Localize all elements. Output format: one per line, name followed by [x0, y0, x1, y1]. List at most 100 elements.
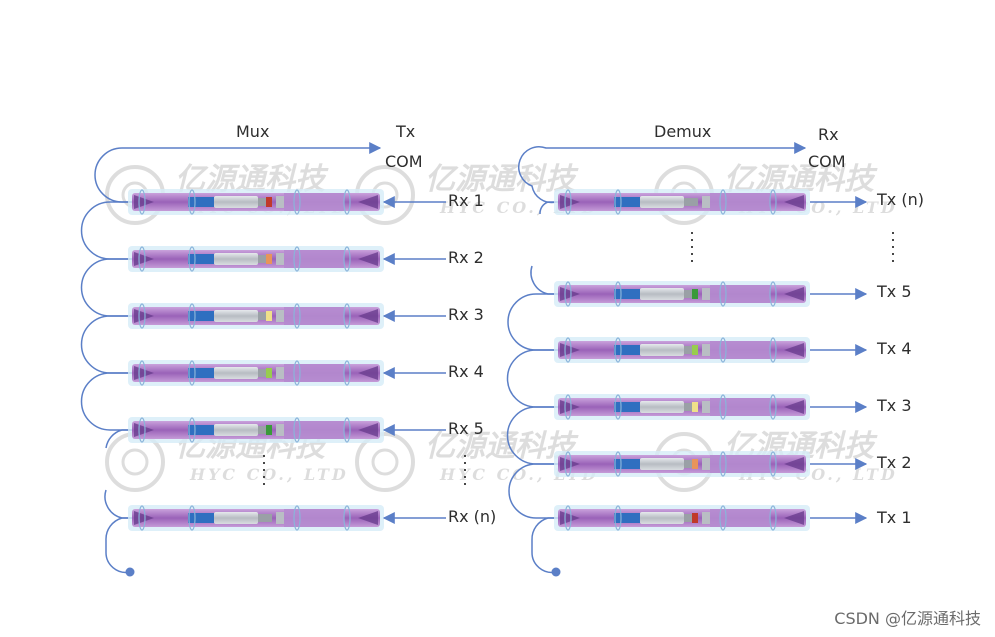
device-end-cap — [358, 511, 378, 525]
device-ring — [188, 417, 196, 443]
fiber-loop-open — [104, 489, 132, 519]
device-lens-tip — [684, 460, 698, 468]
device-glass-lens — [640, 196, 684, 208]
device-lens-tip — [684, 346, 698, 354]
fiber-loop-open — [105, 429, 132, 449]
device-ring — [138, 360, 146, 386]
device-ring — [293, 246, 301, 272]
device-ring — [293, 189, 301, 215]
device-core — [614, 289, 640, 299]
filter-device-layer — [128, 189, 810, 531]
device-end-cap — [358, 195, 378, 209]
device-end-cap — [358, 252, 378, 266]
demux-title: Demux — [654, 122, 712, 141]
device-glass-lens — [214, 424, 258, 436]
device-ring — [343, 246, 351, 272]
mux-port-label: Rx 2 — [448, 248, 484, 267]
device-lens-tip — [258, 369, 272, 377]
device-filter — [692, 289, 698, 299]
device-filter — [692, 345, 698, 355]
device-ring — [138, 189, 146, 215]
watermark-ring-inner — [121, 448, 149, 476]
device-ring — [188, 505, 196, 531]
device-lens-tip — [258, 198, 272, 206]
device-ring — [343, 303, 351, 329]
device-core — [188, 197, 214, 207]
filter-device — [128, 417, 384, 443]
device-core — [188, 311, 214, 321]
device-ring — [769, 189, 777, 215]
device-ring — [293, 303, 301, 329]
device-filter — [266, 368, 272, 378]
device-lens-tip — [684, 403, 698, 411]
device-core — [614, 513, 640, 523]
device-sleeve-right — [284, 193, 344, 211]
device-end-cap — [358, 309, 378, 323]
device-end-cap — [784, 195, 804, 209]
filter-device — [128, 505, 384, 531]
device-collimator — [702, 288, 710, 300]
device-ring — [769, 505, 777, 531]
device-ring — [293, 417, 301, 443]
fiber-tail — [531, 517, 558, 574]
device-ring — [293, 505, 301, 531]
device-lens-tip — [258, 514, 272, 522]
device-end-cap — [358, 423, 378, 437]
mux-port-label: Rx (n) — [448, 507, 497, 526]
arrow-layer — [382, 196, 868, 524]
device-end-cap — [784, 511, 804, 525]
device-lens-tip — [684, 290, 698, 298]
device-collimator — [276, 253, 284, 265]
device-ring — [719, 189, 727, 215]
mux-com-line2: COM — [385, 152, 423, 171]
filter-device — [128, 246, 384, 272]
device-filter — [692, 402, 698, 412]
mux-port-label: Rx 1 — [448, 191, 484, 210]
device-sleeve-right — [284, 509, 344, 527]
device-ring — [564, 337, 572, 363]
device-collimator — [276, 196, 284, 208]
device-ring — [188, 246, 196, 272]
filter-device — [554, 337, 810, 363]
device-filter — [266, 425, 272, 435]
device-end-cap — [784, 343, 804, 357]
filter-device — [554, 394, 810, 420]
device-ring — [769, 394, 777, 420]
watermark-brand-en: HYC CO., LTD — [189, 465, 349, 484]
device-glass-lens — [640, 401, 684, 413]
device-collimator — [276, 424, 284, 436]
device-ring — [564, 505, 572, 531]
device-sleeve-right — [284, 421, 344, 439]
mux-title: Mux — [236, 122, 270, 141]
fiber-loop — [80, 201, 132, 260]
device-lens-tip — [684, 198, 698, 206]
device-collimator — [702, 512, 710, 524]
demux-port-label: Tx (n) — [877, 190, 924, 209]
device-ring — [719, 394, 727, 420]
device-ring — [719, 281, 727, 307]
fiber-loop — [80, 372, 132, 431]
device-sleeve-right — [710, 285, 770, 303]
device-ring — [188, 360, 196, 386]
fiber-end-dot — [551, 567, 561, 577]
device-glass-lens — [214, 512, 258, 524]
device-sleeve-right — [284, 250, 344, 268]
device-ring — [188, 189, 196, 215]
device-ring — [769, 281, 777, 307]
device-ring — [343, 417, 351, 443]
watermark-brand-cn: 亿源通科技 — [425, 162, 579, 197]
device-core — [188, 425, 214, 435]
fiber-loop — [506, 406, 558, 465]
device-ring — [719, 451, 727, 477]
device-sleeve-right — [710, 193, 770, 211]
watermark-ring-inner — [371, 448, 399, 476]
demux-port-label: Tx 1 — [877, 508, 912, 527]
device-collimator — [276, 512, 284, 524]
device-ring — [719, 505, 727, 531]
device-collimator — [276, 310, 284, 322]
device-collimator — [702, 344, 710, 356]
device-glass-lens — [214, 196, 258, 208]
device-sleeve-right — [710, 341, 770, 359]
device-end-cap — [784, 400, 804, 414]
